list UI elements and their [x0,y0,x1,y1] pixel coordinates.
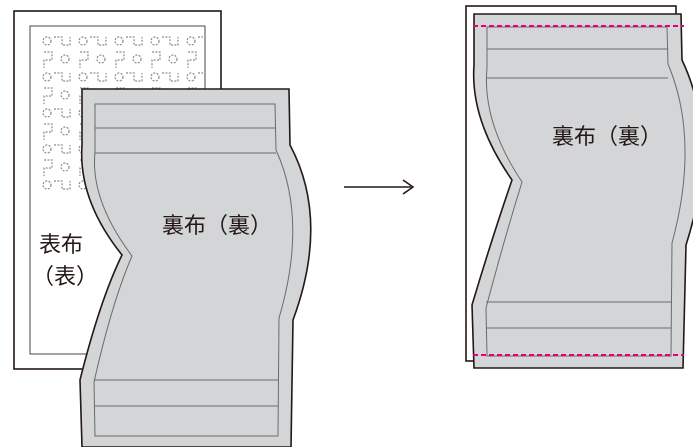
label-backdrop [36,220,94,298]
arrow-head-icon [402,179,415,195]
lining-seam-line [93,103,294,437]
lining-outline [79,88,312,447]
lining-label-right: 裏布（裏） [552,125,662,150]
lining-label-left: 裏布（裏） [162,214,272,239]
lining-panel-left: 裏布（裏） [79,88,312,447]
lining-seam-line-right [485,26,686,357]
outer-fabric-label-line1: 表布 [39,233,83,258]
combined-panel: 裏布（裏） [465,5,693,369]
lining-outline-right [471,13,693,369]
outer-fabric-label-line2: （表） [32,265,98,290]
arrow [344,179,415,195]
